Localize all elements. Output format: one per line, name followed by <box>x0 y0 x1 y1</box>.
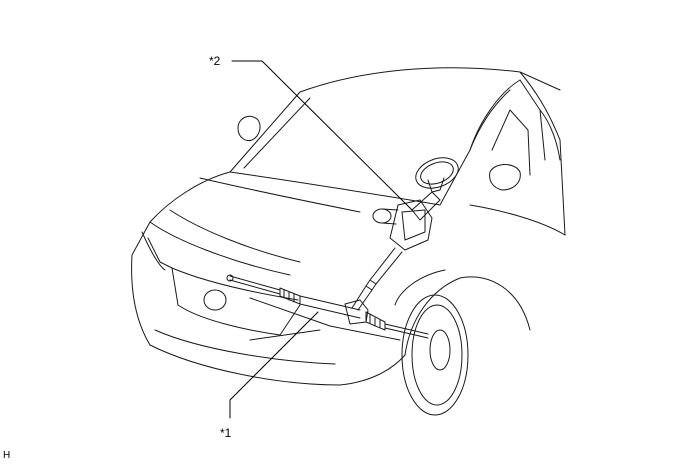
leader-line-1 <box>229 311 319 419</box>
callout-leaders <box>229 60 413 419</box>
steering-gear-rack-assembly <box>226 274 429 341</box>
car-body-outline <box>131 67 566 386</box>
corner-mark: H <box>3 450 11 461</box>
callout-label-2: *2 <box>209 54 221 68</box>
front-right-wheel <box>401 294 469 416</box>
leader-line-2 <box>231 60 413 211</box>
callout-label-1: *1 <box>220 426 232 440</box>
steering-wheel-icon <box>415 157 459 193</box>
steering-column-assembly <box>351 191 441 311</box>
